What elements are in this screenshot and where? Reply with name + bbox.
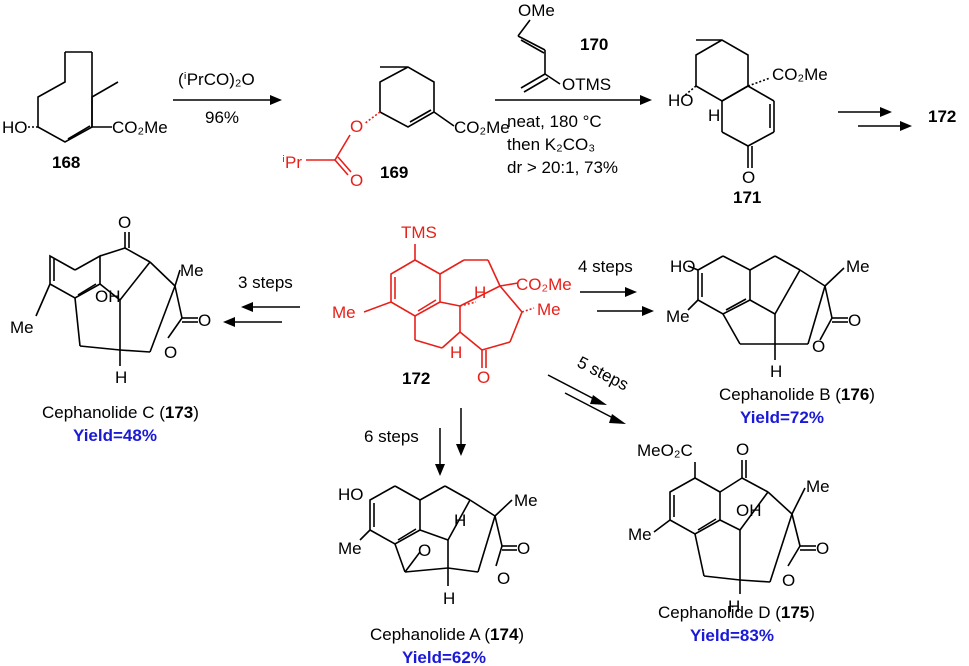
compound-169-structure: O ⁱPr O CO₂Me 169: [282, 66, 510, 190]
ceph-d-lactone-o: O: [816, 539, 829, 558]
ceph-d-me-top: Me: [806, 477, 830, 496]
ceph-a-me: Me: [338, 539, 362, 558]
ceph-a-ring-o: O: [497, 569, 510, 588]
cmpd-172-label: 172: [402, 369, 430, 388]
ceph-d-me: Me: [628, 525, 652, 544]
cmpd-172-tms: TMS: [401, 223, 437, 242]
route-arrows-to-174: [435, 408, 466, 476]
route-arrows-to-175: [547, 374, 626, 424]
ceph-a-bridge-o: O: [418, 541, 431, 560]
compound-170-structure: OMe OTMS 170: [517, 1, 611, 94]
cephanolide-b-structure: HO Me Me H O O: [666, 255, 870, 381]
ceph-b-lactone-o: O: [848, 311, 861, 330]
ceph-c-me: Me: [10, 318, 34, 337]
cmpd-168-ester: CO₂Me: [112, 118, 168, 137]
cmpd-172-h-bottom: H: [450, 343, 462, 362]
ceph-a-name: Cephanolide A (174): [370, 625, 524, 644]
step2-line3: dr > 20:1, 73%: [507, 158, 618, 177]
ceph-a-h-top: H: [454, 511, 466, 530]
ceph-d-yield: Yield=83%: [690, 626, 774, 645]
cephanolide-a-structure: HO Me Me H H O O O: [338, 485, 538, 608]
step1-reagent: (ⁱPrCO)₂O: [178, 70, 255, 89]
route-label-3-steps: 3 steps: [238, 273, 293, 292]
route-arrows-to-173: [223, 302, 300, 327]
route-label-6-steps: 6 steps: [364, 427, 419, 446]
cmpd-172-ester: CO₂Me: [516, 275, 572, 294]
arrow-to-172-b-head: [900, 121, 912, 131]
route-label-4-steps: 4 steps: [578, 257, 633, 276]
cmpd-172-top-label: 172: [928, 107, 956, 126]
ceph-d-meo2c: MeO₂C: [637, 441, 693, 460]
ceph-b-h: H: [770, 362, 782, 381]
cmpd-172-oxo: O: [477, 368, 490, 387]
compound-168-structure: HO CO₂Me 168: [2, 51, 168, 172]
cmpd-169-label: 169: [380, 163, 408, 182]
cephanolide-c-structure: Me O Me H OH O O: [10, 213, 211, 387]
ceph-c-me-top: Me: [180, 261, 204, 280]
cmpd-172-me-right: Me: [537, 300, 561, 319]
step1-yield: 96%: [205, 108, 239, 127]
ceph-c-lactone-o: O: [198, 311, 211, 330]
ceph-c-name: Cephanolide C (173): [42, 403, 199, 422]
cmpd-171-ester: CO₂Me: [772, 65, 828, 84]
ceph-b-me-top: Me: [846, 257, 870, 276]
compound-172-structure: TMS Me H H CO₂Me Me O 172: [332, 223, 572, 388]
compound-171-structure: HO H CO₂Me O 171: [668, 39, 828, 207]
ceph-b-yield: Yield=72%: [740, 408, 824, 427]
cmpd-171-h: H: [708, 106, 720, 125]
ceph-d-oh: OH: [736, 501, 762, 520]
ceph-a-h: H: [443, 589, 455, 608]
cmpd-168-label: 168: [52, 153, 80, 172]
ceph-c-ring-o: O: [164, 343, 177, 362]
ceph-d-ring-o: O: [782, 571, 795, 590]
cmpd-168-ho: HO: [2, 118, 28, 137]
arrow-step1-head: [270, 95, 282, 105]
ceph-c-oh: OH: [95, 287, 121, 306]
route-label-5-steps: 5 steps: [574, 353, 631, 395]
cmpd-172-h-top: H: [474, 283, 486, 302]
arrow-to-172-a-head: [880, 107, 892, 117]
cmpd-172-me-left: Me: [332, 303, 356, 322]
diene-ome: OMe: [518, 1, 555, 20]
ceph-d-h: H: [728, 597, 740, 616]
cmpd-171-label: 171: [733, 188, 761, 207]
ceph-b-name: Cephanolide B (176): [719, 385, 875, 404]
ceph-b-me: Me: [666, 307, 690, 326]
cmpd-169-ester: CO₂Me: [454, 118, 510, 137]
cmpd-171-oxo: O: [742, 168, 755, 187]
ceph-a-lactone-o: O: [517, 539, 530, 558]
diene-otms: OTMS: [562, 75, 611, 94]
ceph-b-ring-o: O: [812, 337, 825, 356]
ceph-c-oxo: O: [118, 213, 131, 232]
ceph-c-yield: Yield=48%: [73, 426, 157, 445]
cephanolide-d-structure: MeO₂C Me O Me H OH O O: [628, 440, 830, 616]
cmpd-169-ester-oxygen: O: [350, 117, 363, 136]
route-arrows-to-176: [580, 287, 654, 316]
ceph-d-name: Cephanolide D (175): [658, 603, 815, 622]
cmpd-169-carbonyl-oxygen: O: [350, 171, 363, 190]
cmpd-170-label: 170: [580, 35, 608, 54]
step2-line2: then K₂CO₃: [507, 135, 595, 154]
cmpd-171-ho: HO: [668, 91, 694, 110]
ceph-d-oxo: O: [736, 440, 749, 459]
ceph-b-ho: HO: [670, 257, 696, 276]
ceph-a-ho: HO: [338, 485, 364, 504]
ceph-a-yield: Yield=62%: [402, 648, 486, 666]
step2-line1: neat, 180 °C: [507, 112, 602, 131]
ceph-a-me-top: Me: [514, 491, 538, 510]
cmpd-169-ipr: ⁱPr: [282, 153, 302, 172]
ceph-c-h: H: [115, 368, 127, 387]
arrow-step2-head: [640, 95, 652, 105]
